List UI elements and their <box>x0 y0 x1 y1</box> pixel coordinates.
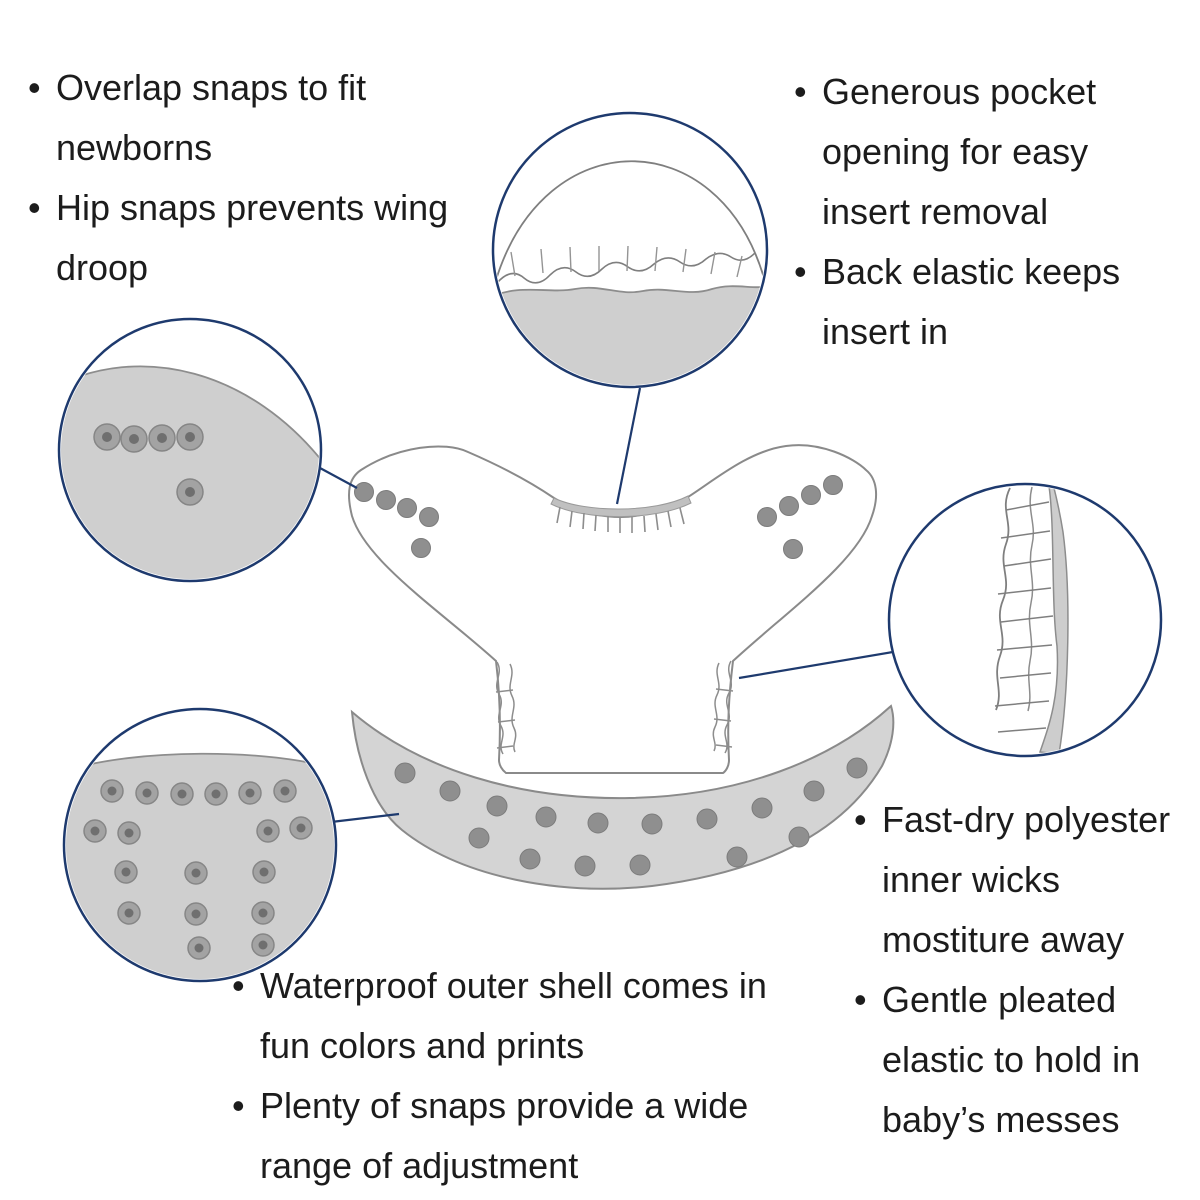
bullet-marker: • <box>854 979 867 1020</box>
connector-pocket <box>615 387 642 505</box>
pocket-opening-detail <box>491 111 769 389</box>
pocket-fabric-edge <box>495 284 765 299</box>
pocket-elastic-edge <box>496 252 756 284</box>
connector-shell <box>330 812 400 824</box>
elastic-inner-edge <box>1027 486 1035 712</box>
feature-text: Generous pocket opening for easy insert … <box>822 71 1097 232</box>
feature-text: Overlap snaps to fit newborns <box>56 67 367 168</box>
right-side-gathers <box>712 660 734 754</box>
bullet-marker: • <box>28 187 41 228</box>
bottom-band-snaps <box>394 757 868 877</box>
wing-detail-snaps <box>93 423 204 506</box>
bullet-marker: • <box>232 1085 245 1126</box>
bullet-marker: • <box>232 965 245 1006</box>
shell-snaps-detail <box>62 707 338 983</box>
feature-item: • Generous pocket opening for easy inser… <box>792 62 1172 242</box>
pleat-lines <box>994 501 1054 733</box>
features-bottom-center: • Waterproof outer shell comes in fun co… <box>230 956 796 1196</box>
features-top-right: • Generous pocket opening for easy inser… <box>792 62 1172 362</box>
wing-fabric-fill <box>61 366 319 579</box>
connector-wing <box>319 467 358 489</box>
diaper-shell-outline <box>348 444 878 774</box>
wing-fabric-edge <box>61 365 319 467</box>
feature-text: Waterproof outer shell comes in fun colo… <box>260 965 767 1066</box>
feature-item: • Back elastic keeps insert in <box>792 242 1172 362</box>
feature-item: • Waterproof outer shell comes in fun co… <box>230 956 796 1076</box>
bullet-marker: • <box>794 251 807 292</box>
feature-item: • Gentle pleated elastic to hold in baby… <box>852 970 1188 1150</box>
connector-elastic <box>738 650 894 680</box>
right-wing-snaps <box>757 475 843 559</box>
elastic-left-edge <box>995 487 1011 711</box>
bullet-marker: • <box>28 67 41 108</box>
bullet-marker: • <box>854 799 867 840</box>
connector-lines <box>319 387 894 824</box>
pocket-stitches <box>556 506 685 533</box>
bullet-marker: • <box>794 71 807 112</box>
wing-snaps-detail <box>57 317 323 583</box>
shell-detail-snaps <box>83 779 313 960</box>
left-side-gathers <box>495 661 517 755</box>
detail-circle-frame <box>887 482 1163 758</box>
feature-text: Plenty of snaps provide a wide range of … <box>260 1085 749 1186</box>
feature-text: Hip snaps prevents wing droop <box>56 187 449 288</box>
pocket-opening <box>550 495 692 518</box>
feature-text: Gentle pleated elastic to hold in baby’s… <box>882 979 1141 1140</box>
feature-item: • Overlap snaps to fit newborns <box>26 58 498 178</box>
pocket-gather-ticks <box>510 245 743 278</box>
feature-item: • Plenty of snaps provide a wide range o… <box>230 1076 796 1196</box>
pleated-elastic-detail <box>887 482 1163 758</box>
feature-text: Fast-dry polyester inner wicks mostiture… <box>882 799 1171 960</box>
feature-item: • Fast-dry polyester inner wicks mostitu… <box>852 790 1188 970</box>
diaper-illustration <box>348 444 895 890</box>
left-wing-snaps <box>354 482 439 558</box>
feature-item: • Hip snaps prevents wing droop <box>26 178 498 298</box>
feature-text: Back elastic keeps insert in <box>822 251 1121 352</box>
features-top-left: • Overlap snaps to fit newborns • Hip sn… <box>26 58 498 298</box>
features-bottom-right: • Fast-dry polyester inner wicks mostitu… <box>852 790 1188 1150</box>
pocket-back-edge <box>495 160 765 281</box>
